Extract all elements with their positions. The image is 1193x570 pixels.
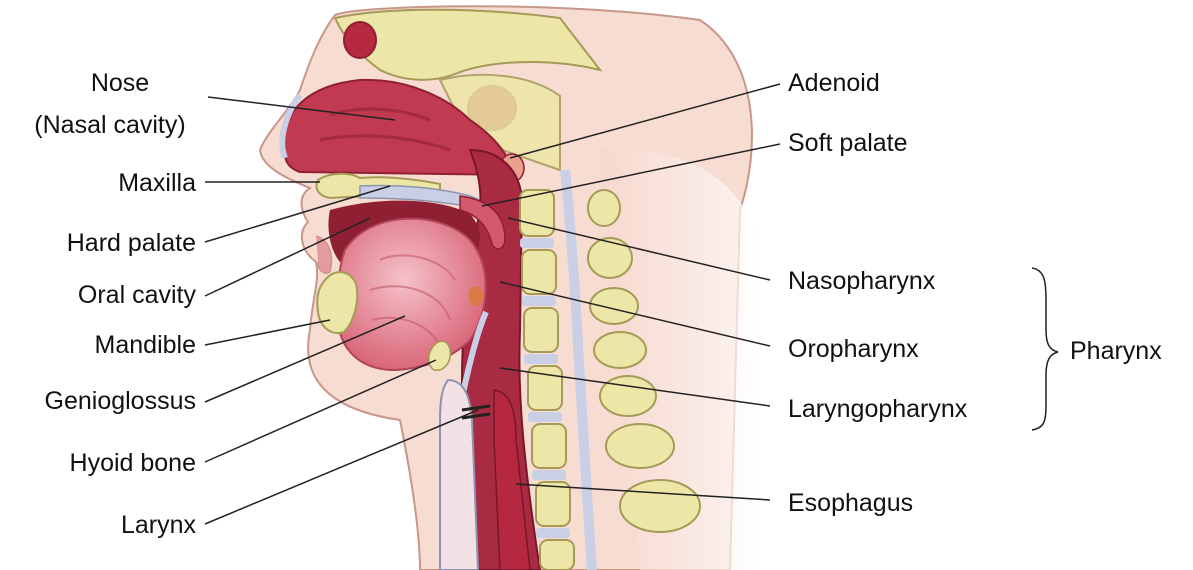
label-esophagus: Esophagus [788,488,913,518]
vertebral-disc [524,354,558,364]
spinous-process [594,332,646,368]
label-pharynx: Pharynx [1070,336,1162,366]
spinous-process [606,424,674,468]
vertebral-disc [522,296,556,306]
label-nasopharynx: Nasopharynx [788,266,935,296]
label-nose: Nose [30,68,210,98]
vertebral-disc [532,470,566,480]
label-nasal-cavity: (Nasal cavity) [10,110,210,140]
label-adenoid: Adenoid [788,68,880,98]
vertebra [540,540,574,570]
vertebral-disc [520,238,554,248]
label-oropharynx: Oropharynx [788,334,919,364]
spinous-process [588,238,632,278]
label-mandible: Mandible [0,330,196,360]
pharynx-brace [1032,268,1058,430]
label-soft-palate: Soft palate [788,128,908,158]
vertebra [522,250,556,294]
label-larynx: Larynx [0,510,196,540]
label-hard-palate: Hard palate [0,228,196,258]
spinous-process [600,376,656,416]
tonsil [468,286,484,306]
vertebral-disc [536,528,570,538]
vertebral-disc [528,412,562,422]
vertebra [524,308,558,352]
vertebra [532,424,566,468]
vertebra [536,482,570,526]
frontal-sinus [344,22,376,58]
label-maxilla: Maxilla [0,168,196,198]
label-genioglossus: Genioglossus [0,386,196,416]
label-hyoid-bone: Hyoid bone [0,448,196,478]
spinous-process [590,288,638,324]
spinous-process [620,480,700,532]
spinous-process [588,190,620,226]
label-laryngopharynx: Laryngopharynx [788,394,967,424]
label-oral-cavity: Oral cavity [0,280,196,310]
